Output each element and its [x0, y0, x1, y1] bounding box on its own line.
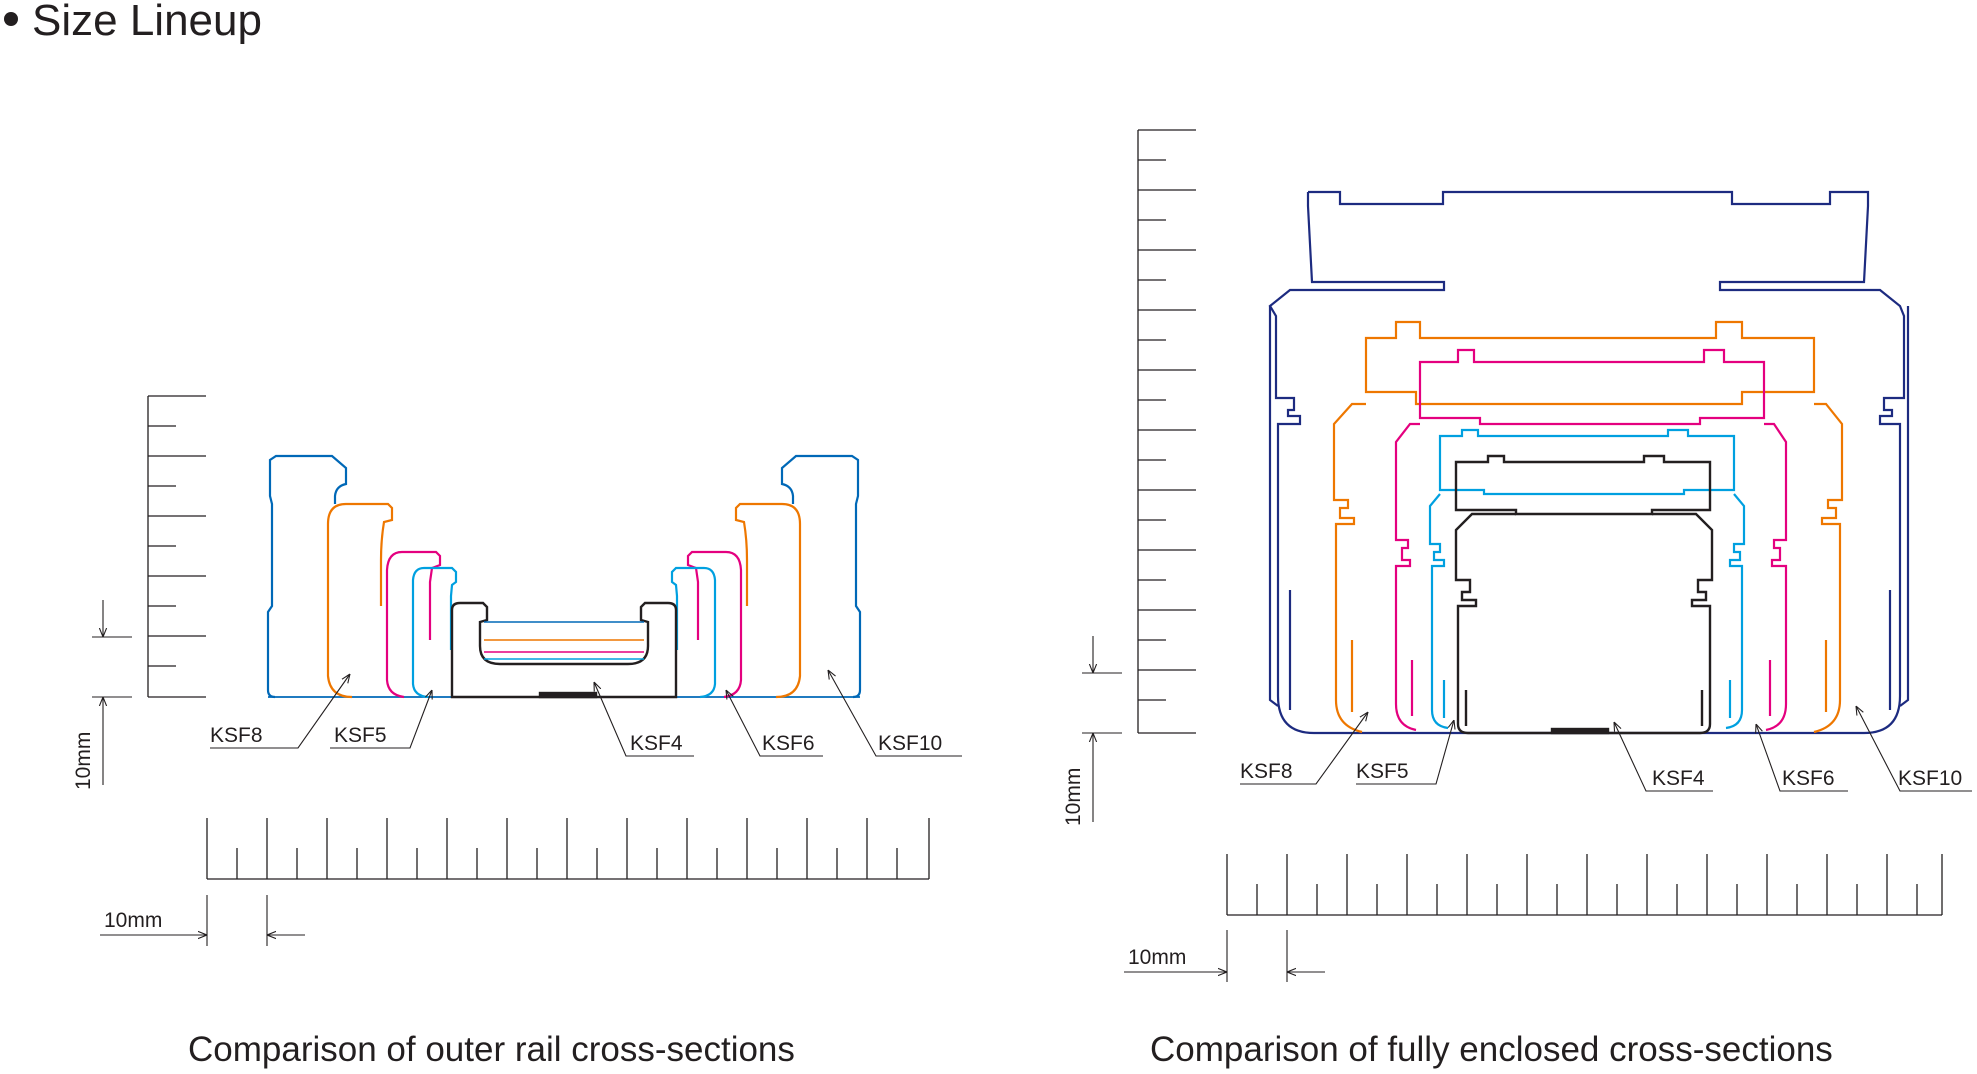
page-heading: Size Lineup	[0, 0, 262, 48]
label-ksf6: KSF6	[762, 732, 815, 755]
label-ksf8-enclosed: KSF8	[1240, 760, 1293, 783]
outer-rail-leaders	[210, 670, 962, 757]
vertical-dimension-right	[1082, 636, 1122, 822]
horizontal-dimension-right	[1124, 930, 1325, 982]
label-ksf5: KSF5	[334, 724, 387, 747]
horizontal-scale-label: 10mm	[104, 909, 162, 932]
vertical-ruler-right	[1137, 129, 1196, 734]
horizontal-ruler-right	[1226, 854, 1943, 916]
ksf10-enclosed-outline	[1268, 190, 1910, 735]
enclosed-leaders	[1240, 706, 1972, 792]
rail-inner-lines	[484, 621, 644, 660]
ksf6-enclosed-outline	[1394, 348, 1788, 732]
horizontal-ruler	[206, 818, 930, 880]
ksf4-rail-outline	[450, 601, 678, 699]
ksf8-rail-outline	[326, 502, 802, 699]
ksf10-rail-outline	[266, 454, 862, 699]
enclosed-comparison: 10mm	[1062, 129, 1972, 982]
caption-outer-rail: Comparison of outer rail cross-sections	[188, 1030, 795, 1069]
caption-fully-enclosed: Comparison of fully enclosed cross-secti…	[1150, 1030, 1833, 1069]
page-heading-text: Size Lineup	[32, 0, 262, 45]
label-ksf4: KSF4	[630, 732, 683, 755]
vertical-dimension	[92, 600, 132, 785]
horizontal-dimension	[100, 895, 305, 946]
label-ksf10: KSF10	[878, 732, 942, 755]
vertical-scale-label: 10mm	[72, 732, 95, 790]
outer-rail-comparison: 10mm	[72, 395, 962, 946]
label-ksf5-enclosed: KSF5	[1356, 760, 1409, 783]
label-ksf6-enclosed: KSF6	[1782, 767, 1835, 790]
vertical-ruler	[147, 395, 206, 698]
ksf5-enclosed-outline	[1428, 428, 1746, 730]
ksf8-enclosed-outline	[1332, 320, 1844, 734]
label-ksf8: KSF8	[210, 724, 263, 747]
label-ksf4-enclosed: KSF4	[1652, 767, 1705, 790]
label-ksf10-enclosed: KSF10	[1898, 767, 1962, 790]
horizontal-scale-label-right: 10mm	[1128, 946, 1186, 969]
ksf5-rail-outline	[411, 566, 717, 699]
ksf6-rail-outline	[385, 550, 743, 699]
bullet-icon	[4, 12, 18, 26]
vertical-scale-label-right: 10mm	[1062, 768, 1085, 826]
ksf4-enclosed-outline	[1454, 454, 1714, 735]
